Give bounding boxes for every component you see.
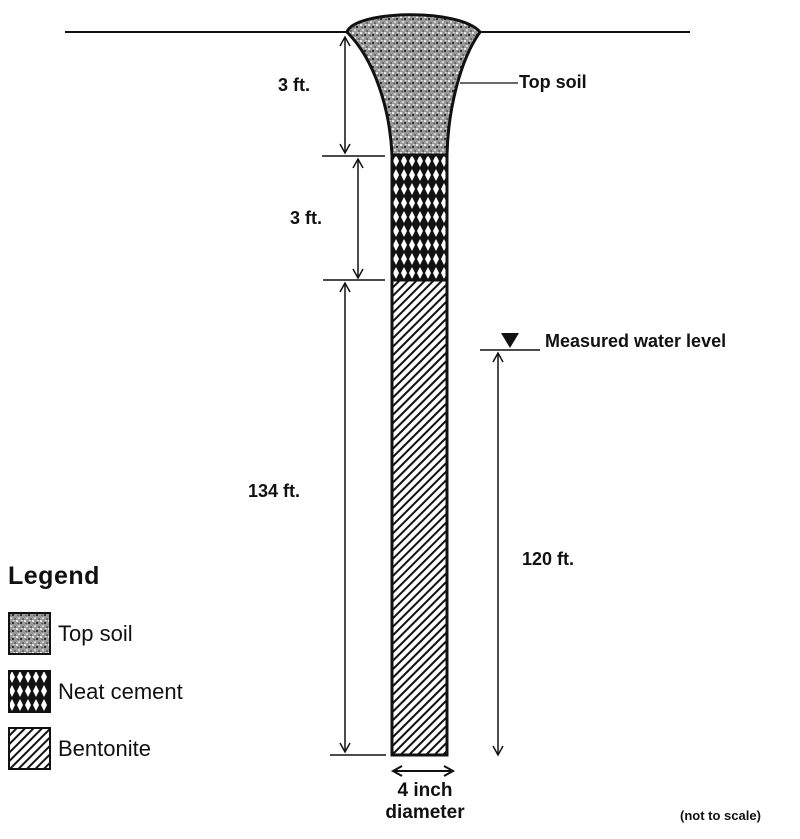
dimension-bentonite	[330, 281, 386, 756]
legend-label: Bentonite	[58, 735, 151, 761]
legend-item-top-soil: Top soil	[8, 612, 133, 655]
legend-item-neat-cement: Neat cement	[8, 670, 183, 713]
dim-label-water-level: 120 ft.	[522, 549, 575, 569]
bentonite-swatch-icon	[8, 727, 51, 770]
diameter-arrow	[390, 765, 456, 777]
bentonite-layer	[390, 278, 449, 757]
callout-top-soil: Top soil	[519, 72, 587, 92]
legend-item-bentonite: Bentonite	[8, 727, 151, 770]
diameter-line2: diameter	[385, 802, 465, 823]
diameter-label: 4 inch diameter	[370, 780, 480, 824]
neat-cement-swatch-icon	[8, 670, 51, 713]
dim-label-top-soil: 3 ft.	[278, 75, 311, 95]
dimension-water-level	[492, 351, 504, 757]
callout-water-level: Measured water level	[545, 331, 727, 351]
neat-cement-layer	[390, 153, 449, 282]
legend-label: Neat cement	[58, 678, 183, 704]
dim-label-neat-cement: 3 ft.	[290, 208, 323, 228]
diameter-line1: 4 inch	[397, 780, 453, 801]
dimension-top-soil	[322, 35, 385, 157]
water-level-marker	[480, 333, 540, 351]
top-soil-swatch-icon	[8, 612, 51, 655]
legend-label: Top soil	[58, 620, 133, 646]
dim-label-bentonite: 134 ft.	[248, 481, 301, 501]
dimension-neat-cement	[323, 157, 385, 281]
not-to-scale-note: (not to scale)	[680, 808, 761, 823]
top-soil-layer	[345, 13, 482, 157]
legend-title: Legend	[8, 562, 100, 590]
